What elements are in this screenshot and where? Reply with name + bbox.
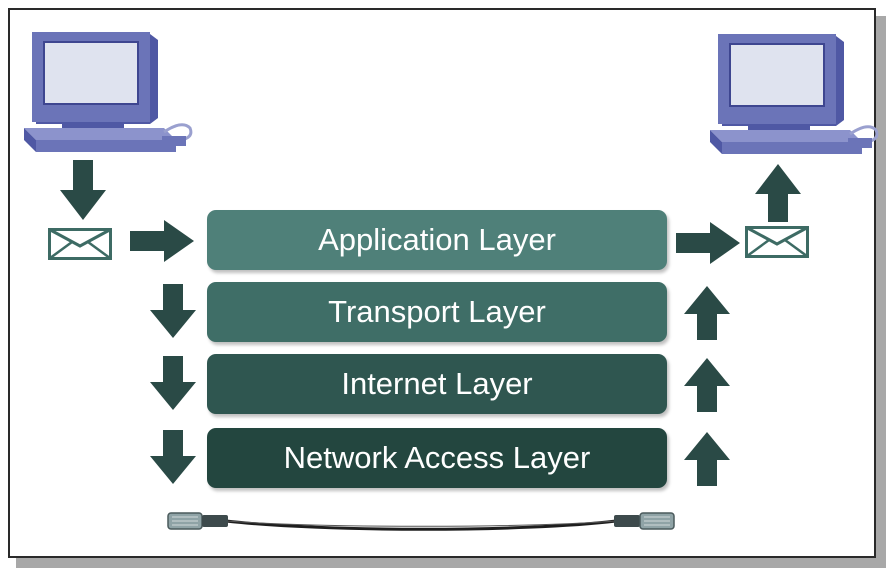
arrow-down-application-to-transport	[150, 284, 196, 338]
incoming-envelope-icon	[745, 226, 809, 258]
arrow-right-envelope-to-application	[130, 220, 194, 262]
frame-shadow-right	[876, 16, 886, 566]
sender-computer-icon	[24, 32, 193, 152]
frame-shadow-bottom	[16, 558, 886, 568]
network-cable-icon	[167, 512, 675, 531]
arrow-down-internet-to-network-access	[150, 430, 196, 484]
arrow-up-internet-to-transport	[684, 358, 730, 412]
receiver-computer-icon	[710, 34, 879, 154]
layer-label-application: Application Layer	[318, 222, 556, 257]
arrow-up-transport-to-application	[684, 286, 730, 340]
arrow-up-envelope-to-computer	[755, 164, 801, 222]
layer-label-network-access: Network Access Layer	[283, 440, 591, 475]
outgoing-envelope-icon	[48, 228, 112, 260]
layer-network-access: Network Access Layer	[207, 428, 667, 488]
layer-label-transport: Transport Layer	[328, 294, 546, 329]
layer-transport: Transport Layer	[207, 282, 667, 342]
layer-application: Application Layer	[207, 210, 667, 270]
arrow-right-application-to-envelope	[676, 222, 740, 264]
layer-label-internet: Internet Layer	[341, 366, 533, 401]
arrow-down-transport-to-internet	[150, 356, 196, 410]
arrow-down-computer-to-envelope	[60, 160, 106, 220]
arrow-up-network-access-to-internet	[684, 432, 730, 486]
layer-internet: Internet Layer	[207, 354, 667, 414]
